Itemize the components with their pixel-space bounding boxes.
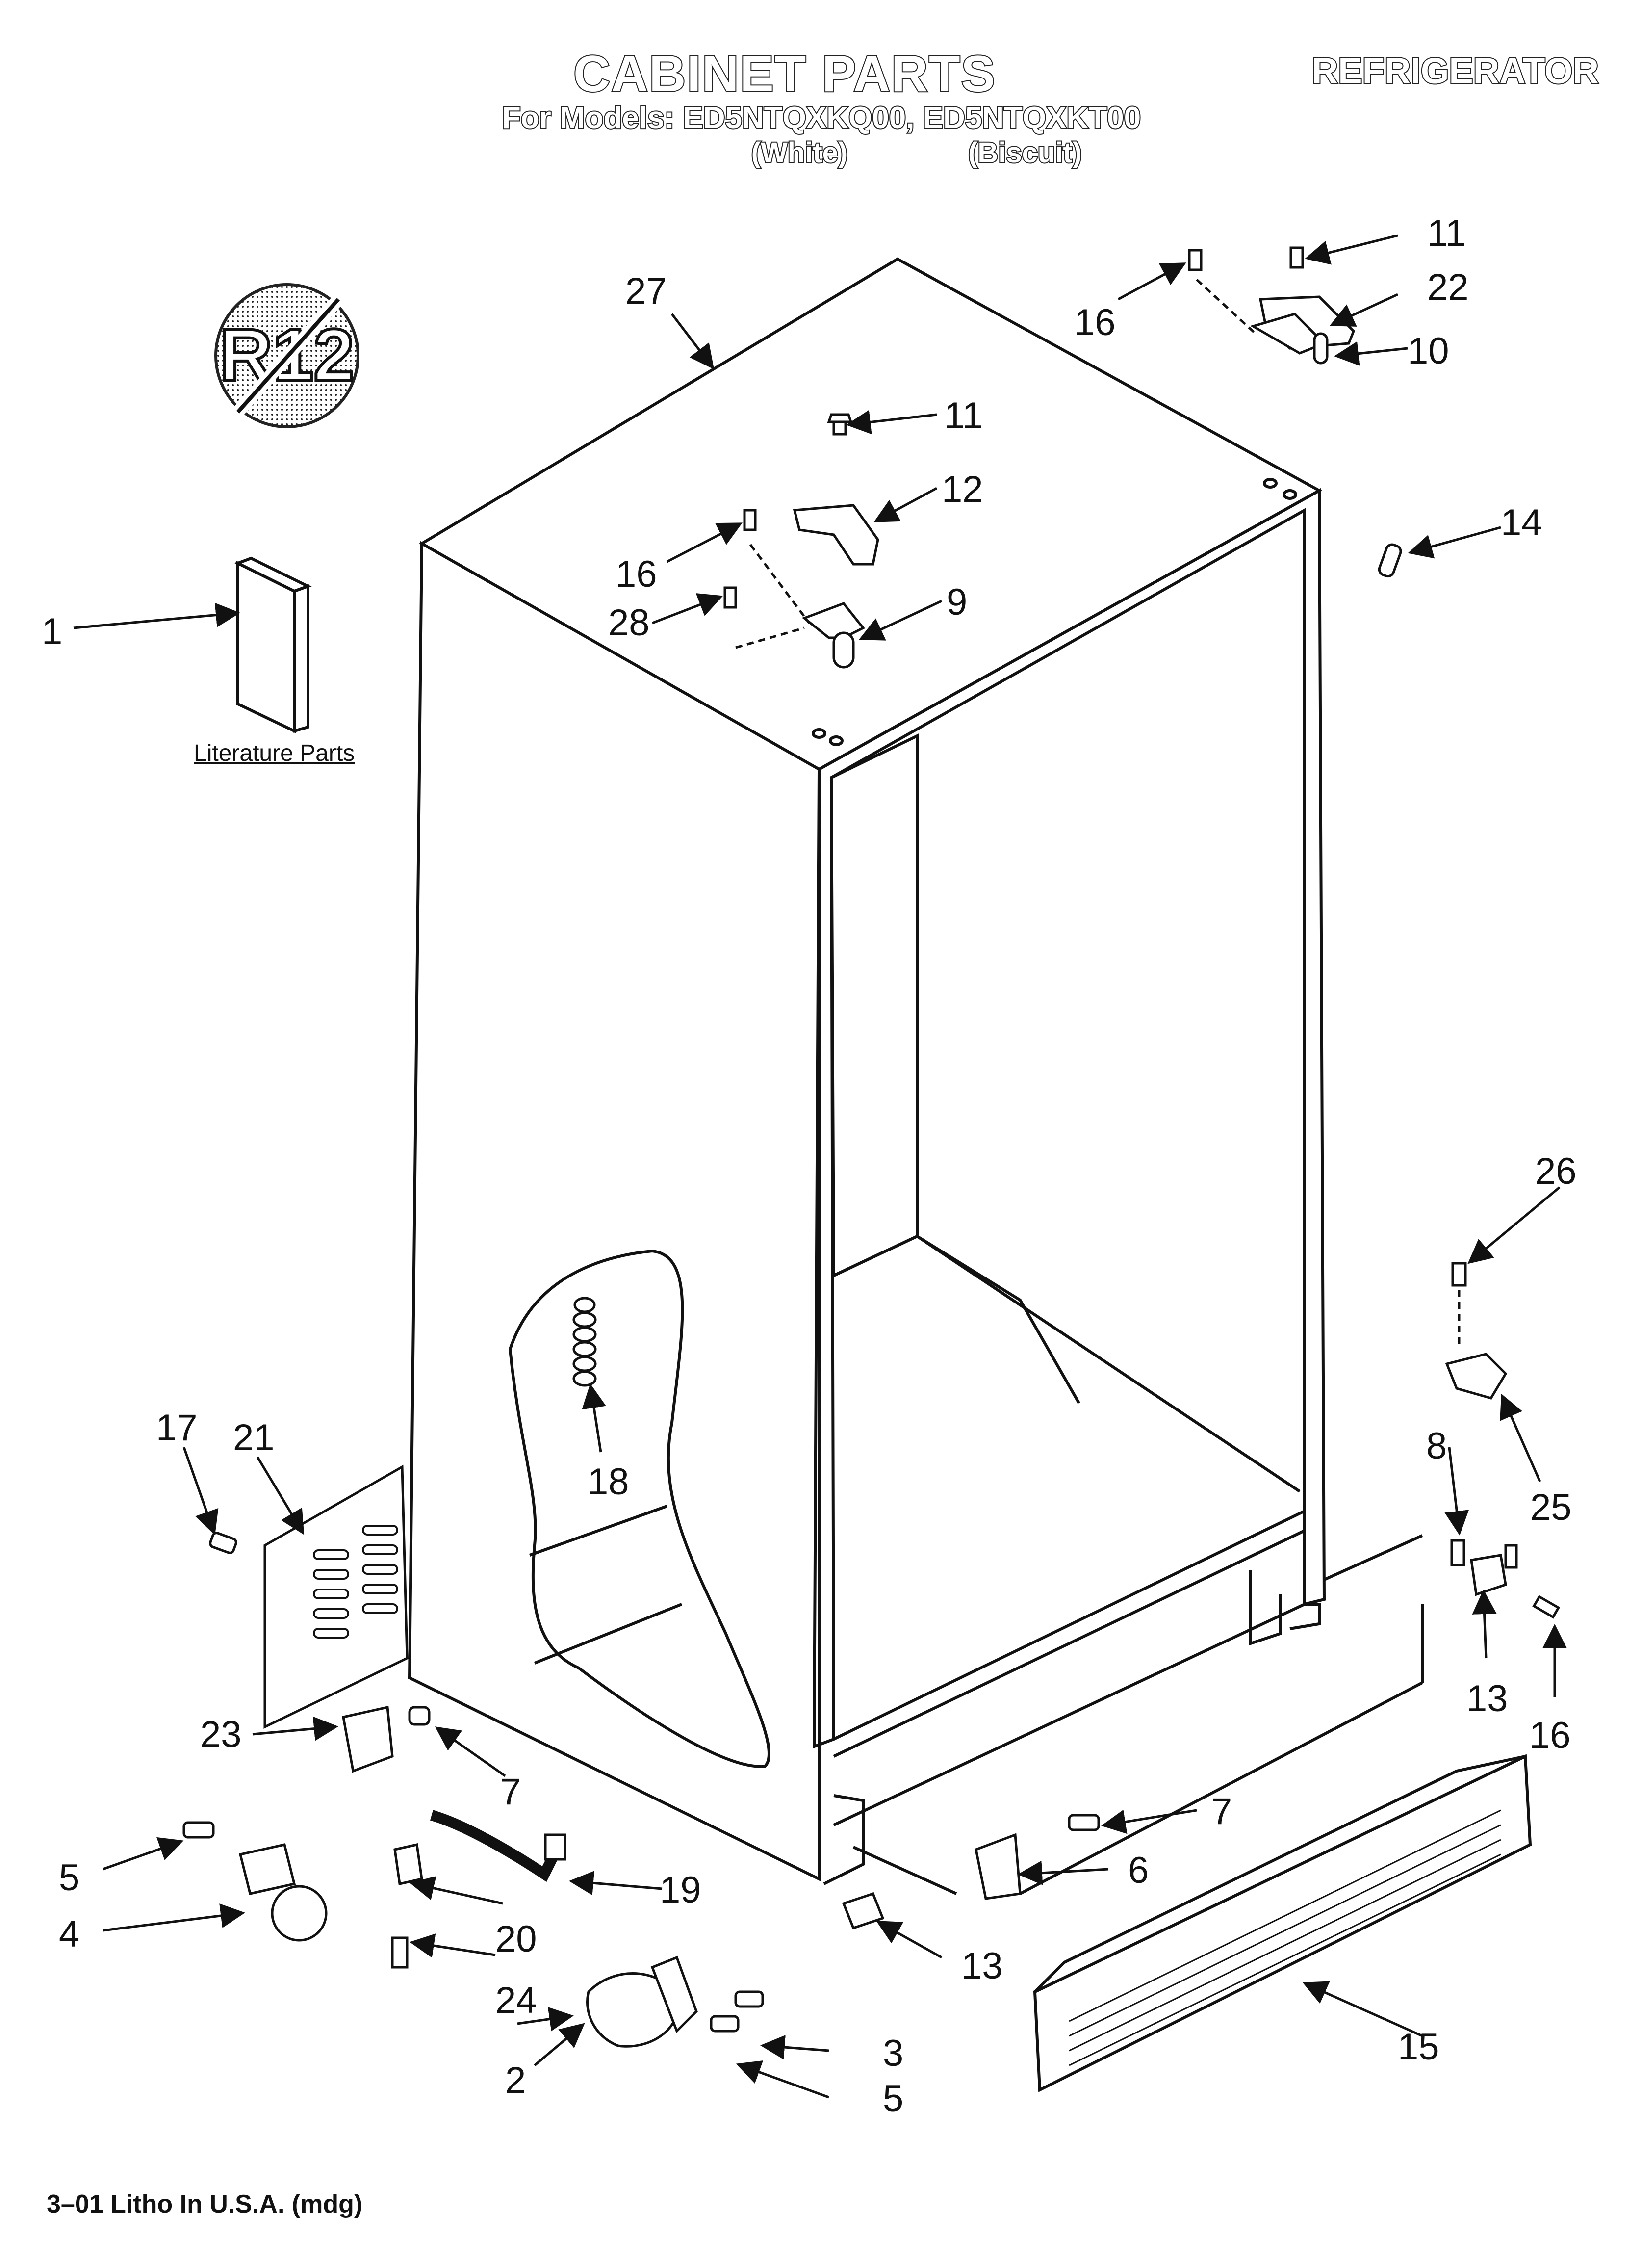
callout-11-center: 11 (944, 395, 983, 437)
toe-grille (1033, 1754, 1532, 2092)
callout-27: 27 (625, 270, 667, 312)
callout-8: 8 (1426, 1425, 1447, 1467)
callout-12: 12 (942, 469, 983, 510)
callout-5-bottom: 5 (883, 2078, 904, 2119)
rear-access-panel (209, 1464, 409, 1729)
callout-13-right: 13 (1466, 1678, 1508, 1720)
callout-15: 15 (1398, 2026, 1439, 2068)
page-title: CABINET PARTS (572, 45, 996, 104)
lower-right-hardware (1445, 1262, 1561, 1619)
callout-5-left: 5 (59, 1857, 80, 1899)
callout-19: 19 (660, 1869, 701, 1911)
upper-left-hinge-assembly (723, 413, 879, 669)
r12-prohibited-icon: R12 (214, 283, 359, 428)
callout-7-left: 7 (500, 1771, 521, 1813)
callout-22: 22 (1427, 266, 1469, 308)
callout-11-top-right: 11 (1427, 212, 1466, 254)
color-white-label: (White) (750, 136, 849, 170)
callout-1: 1 (42, 611, 63, 652)
callout-28: 28 (608, 602, 650, 644)
footer-print-info: 3–01 Litho In U.S.A. (mdg) (47, 2190, 363, 2218)
callout-6: 6 (1128, 1850, 1149, 1891)
literature-booklet (234, 556, 312, 733)
refrigerator-cabinet (408, 257, 1424, 1895)
color-biscuit-label: (Biscuit) (967, 136, 1083, 170)
callout-13-bottom: 13 (961, 1945, 1003, 1987)
callout-17: 17 (156, 1407, 198, 1449)
callout-14: 14 (1501, 502, 1542, 544)
callout-16-top: 16 (1074, 302, 1116, 343)
model-numbers: For Models: ED5NTQXKQ00, ED5NTQXKT00 (501, 100, 1142, 136)
callout-24: 24 (495, 1980, 537, 2021)
callout-21: 21 (233, 1417, 275, 1459)
callout-23: 23 (200, 1714, 242, 1755)
callout-3: 3 (883, 2033, 904, 2074)
callout-20: 20 (495, 1918, 537, 1960)
callout-7-right: 7 (1211, 1791, 1232, 1832)
callout-2: 2 (505, 2059, 526, 2101)
callout-18: 18 (588, 1461, 629, 1503)
lower-left-hardware (182, 1705, 1100, 2048)
badge-text: R12 (219, 313, 354, 396)
callout-16-center: 16 (616, 553, 657, 595)
literature-parts-label: Literature Parts (194, 740, 355, 766)
callout-10: 10 (1408, 330, 1449, 372)
category-title: REFRIGERATOR (1311, 50, 1600, 92)
callout-9: 9 (947, 581, 968, 623)
callout-26: 26 (1535, 1150, 1577, 1192)
callout-16-right: 16 (1529, 1715, 1571, 1756)
callout-leaders (73, 234, 1567, 2099)
callout-25: 25 (1530, 1486, 1572, 1528)
callout-4: 4 (59, 1913, 80, 1955)
